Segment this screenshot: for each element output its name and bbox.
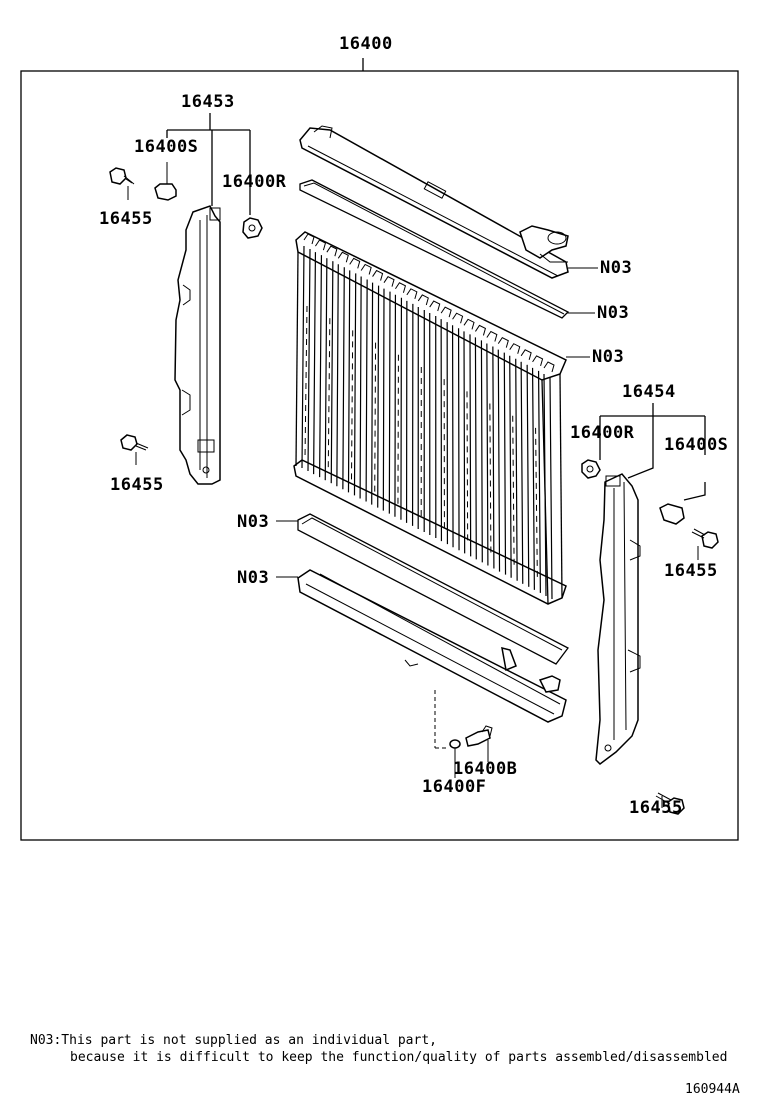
core-tube [440, 319, 449, 545]
left-lower-cushion [242, 217, 263, 239]
core-tube [417, 306, 425, 532]
header-tooth [440, 306, 452, 318]
core-tube [313, 252, 323, 478]
label-upper-gasket-n03: N03 [597, 303, 630, 323]
label-cushion-lower-right: 16400R [570, 423, 635, 443]
label-cushion-lower-left: 16400R [222, 172, 287, 192]
core-tube [324, 258, 334, 484]
core-tube [405, 300, 414, 526]
core-fin-dash [304, 305, 308, 459]
core-fin-dash [374, 342, 377, 495]
right-lower-cushion [581, 459, 601, 479]
core-fin-dash [466, 391, 469, 544]
label-cushion-right: 16400S [664, 435, 729, 455]
label-bolt-left-bottom: 16455 [110, 475, 164, 495]
left-bottom-bolt [120, 434, 149, 465]
header-tooth [497, 336, 509, 348]
header-tooth [303, 233, 315, 245]
label-core-n03: N03 [592, 347, 625, 367]
core-tube [301, 245, 311, 472]
radiator-core [293, 231, 567, 605]
header-tooth [395, 282, 407, 293]
upper-gasket [299, 179, 570, 319]
label-lower-gasket-n03: N03 [237, 512, 270, 532]
core-tube [382, 288, 391, 514]
header-tooth [406, 288, 418, 299]
core-fin-dash [327, 318, 331, 471]
lower-gasket [297, 513, 569, 665]
right-top-bolt [691, 528, 719, 560]
label-drain-cock-oring: 16400F [422, 777, 487, 797]
core-tube [451, 325, 460, 551]
core-fin-dash [535, 427, 538, 580]
core-tube [520, 361, 530, 587]
label-cushion-left: 16400S [134, 137, 199, 157]
core-tube [347, 270, 357, 496]
core-fin-dash [512, 415, 515, 568]
core-tube [531, 367, 541, 593]
right-upper-cushion [659, 503, 685, 525]
left-top-bolt [109, 167, 135, 200]
figure-id: 160944A [685, 1082, 740, 1097]
footnote-line-1: N03:This part is not supplied as an indi… [30, 1033, 437, 1048]
header-tooth [383, 276, 395, 287]
core-tube [429, 313, 437, 539]
label-upper-tank-n03: N03 [600, 258, 633, 278]
header-tooth [315, 239, 327, 251]
drain-cock [434, 690, 493, 778]
right-bottom-bolt [655, 792, 685, 815]
label-support-right: 16454 [622, 382, 676, 402]
header-tooth [486, 330, 498, 342]
core-tube [497, 349, 507, 575]
core-tube [474, 337, 483, 563]
label-bolt-right-bottom: 16455 [629, 798, 683, 818]
core-tube [394, 294, 403, 520]
header-tooth [509, 343, 521, 354]
label-lower-tank-n03: N03 [237, 568, 270, 588]
header-tooth [360, 263, 372, 275]
right-support-bracket [595, 473, 641, 765]
core-fin-dash [350, 330, 354, 483]
header-tooth [463, 318, 475, 330]
header-tooth [429, 300, 441, 312]
left-support-bracket [174, 205, 221, 485]
core-tube [463, 331, 472, 557]
core-tube [486, 343, 495, 569]
header-tooth [326, 245, 338, 257]
core-tube [371, 282, 380, 508]
lower-tank [297, 569, 567, 723]
core-fin-dash [489, 403, 492, 556]
header-tooth [349, 257, 361, 269]
header-tooth [372, 269, 384, 281]
header-tooth [337, 251, 349, 263]
header-tooth [417, 294, 429, 306]
label-bolt-right-top: 16455 [664, 561, 718, 581]
upper-tank [299, 125, 569, 279]
left-upper-cushion [154, 162, 177, 201]
label-bolt-left-top: 16455 [99, 209, 153, 229]
label-drain-cock-plug: 16400B [453, 759, 518, 779]
header-tooth [520, 349, 532, 360]
header-tooth [532, 355, 544, 367]
core-tube [543, 373, 553, 600]
core-tube [336, 264, 345, 490]
label-assembly: 16400 [339, 34, 393, 54]
core-tube [509, 355, 518, 581]
assembly-frame [20, 70, 739, 841]
core-tube [359, 276, 368, 502]
label-support-left: 16453 [181, 92, 235, 112]
header-tooth [452, 312, 464, 324]
header-tooth [543, 361, 555, 373]
header-tooth [475, 324, 487, 336]
footnote-line-2: because it is difficult to keep the func… [70, 1050, 728, 1065]
